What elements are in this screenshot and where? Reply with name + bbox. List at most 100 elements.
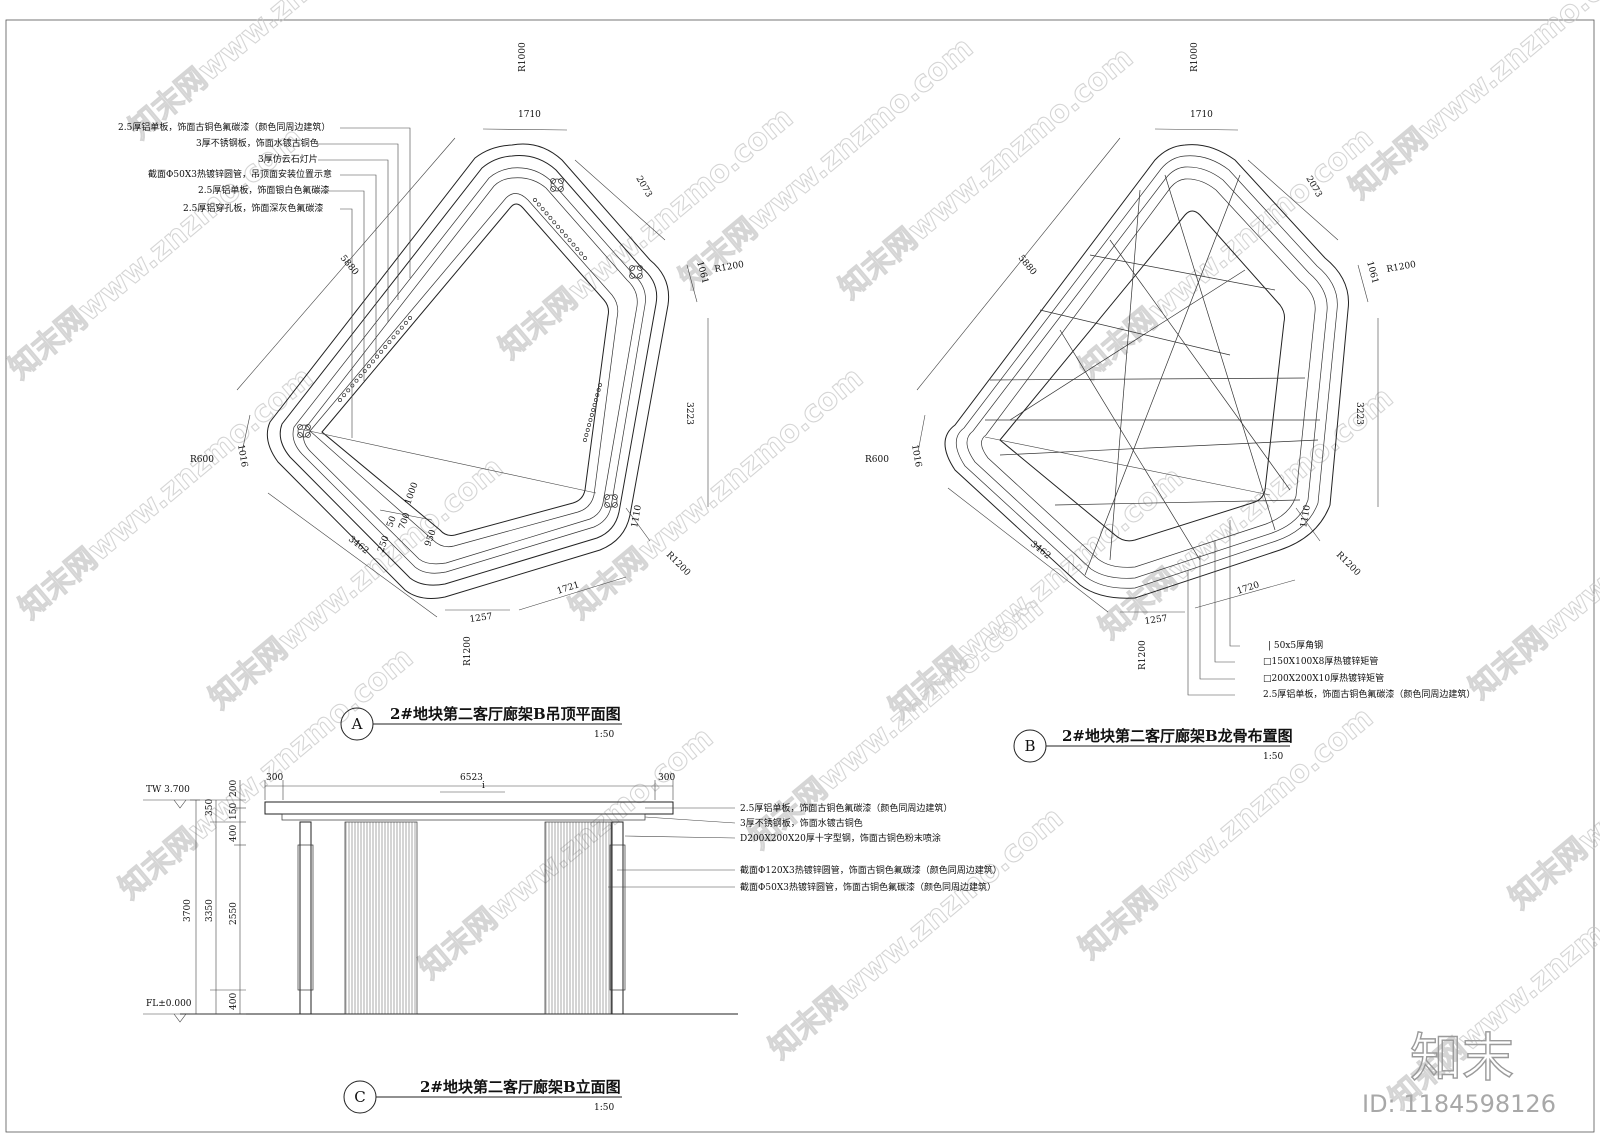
view-b-outline-3 xyxy=(966,166,1328,579)
pipe-marker xyxy=(403,320,408,325)
view-b-title-block: B 2#地块第二客厅廊架B龙骨布置图 1:50 xyxy=(1013,727,1293,763)
view-c-pipe-screen-right xyxy=(545,822,610,1014)
pipe-marker xyxy=(584,433,589,437)
view-a-lamp-2 xyxy=(629,265,643,279)
view-a-inner-opening xyxy=(321,203,609,536)
view-c-note: 2.5厚铝单板，饰面古铜色氟碳漆（颜色同周边建筑） xyxy=(740,802,952,814)
pipe-marker xyxy=(391,335,396,340)
view-b-beam xyxy=(999,439,1319,456)
view-b-note: | 50x5厚角钢 xyxy=(1268,639,1323,651)
watermark-text: 知末网www.znzmo.com xyxy=(563,360,870,626)
view-a-dim-top-arc: 1710 xyxy=(518,110,541,120)
pipe-marker xyxy=(346,388,351,393)
view-c-slope-label: i xyxy=(482,781,485,791)
pipe-marker xyxy=(585,428,590,432)
view-a-note: 3厚不锈钢板，饰面水镀古铜色 xyxy=(196,137,319,149)
view-a-dim-left-radius: R600 xyxy=(190,455,214,465)
watermark-text: 知末网www.znzmo.com xyxy=(1503,650,1600,916)
view-c-dim-top-left: 300 xyxy=(266,773,283,783)
view-a-lamp-1 xyxy=(550,178,564,192)
view-b-dim-right-long: 3223 xyxy=(1354,402,1364,425)
view-a-label: A xyxy=(351,715,363,733)
view-b-dim-lines xyxy=(916,128,1379,613)
view-b-beam xyxy=(1009,269,1246,421)
view-c-dim-h3350: 3350 xyxy=(205,899,215,922)
pipe-marker xyxy=(571,242,576,247)
pipe-marker xyxy=(596,388,601,392)
view-a-notes: 2.5厚铝单板，饰面古铜色氟碳漆（颜色同周边建筑） 3厚不锈钢板，饰面水镀古铜色… xyxy=(118,121,332,214)
brand-logo: 知末 xyxy=(1410,1029,1514,1089)
view-b-notes: | 50x5厚角钢 □150X100X8厚热镀锌矩管 □200X200X10厚热… xyxy=(1263,639,1475,700)
view-c-label: C xyxy=(354,1088,365,1106)
pipe-marker xyxy=(342,393,347,398)
view-b-dim-left-radius: R600 xyxy=(865,455,889,465)
pipe-marker xyxy=(395,330,400,335)
view-c-post-left xyxy=(299,821,312,1015)
view-a-dim-bottom-radius: R1200 xyxy=(463,636,473,666)
watermark-text: 知末网www.znzmo.com xyxy=(1463,440,1600,706)
view-b-label: B xyxy=(1024,737,1035,755)
pipe-marker xyxy=(354,378,359,383)
pipe-marker xyxy=(366,364,371,369)
view-a-dim-right-long: 3223 xyxy=(684,402,694,425)
view-a-dim-top-radius: R1000 xyxy=(518,42,528,72)
view-b-dim-bottom-arc: 1257 xyxy=(1144,614,1168,627)
watermark-text: 知末网www.znzmo.com xyxy=(1343,0,1600,206)
view-c-dim-total: 3700 xyxy=(183,899,193,922)
view-c-notes: 2.5厚铝单板，饰面古铜色氟碳漆（颜色同周边建筑） 3厚不锈钢板，饰面水镀古铜色… xyxy=(740,802,1002,893)
view-c-dim-h350: 350 xyxy=(205,799,215,816)
watermark-text: 知末网www.znzmo.com xyxy=(1073,120,1380,386)
pipe-marker xyxy=(362,369,367,374)
pipe-marker xyxy=(591,408,596,412)
pipe-marker xyxy=(379,349,384,354)
watermark-text: 知末网www.znzmo.com xyxy=(833,40,1140,306)
view-c-post-left-casing xyxy=(297,844,314,991)
view-b-beam xyxy=(1109,239,1291,491)
view-c-dim-h150: 150 xyxy=(229,803,239,820)
view-a-dim-upper-right: 2073 xyxy=(633,175,653,200)
view-a-dim-left-short: 1016 xyxy=(235,444,249,469)
view-a-dim-upper-left: 5880 xyxy=(338,254,361,278)
view-b-dim-lower-right-short: 1110 xyxy=(1299,504,1313,529)
view-b-dim-top-arc: 1710 xyxy=(1190,110,1213,120)
pipe-marker xyxy=(375,354,380,359)
view-b-scale: 1:50 xyxy=(1263,752,1283,762)
view-c-title: 2#地块第二客厅廊架B立面图 xyxy=(420,1078,621,1096)
view-c-note: D200X200X20厚十字型钢，饰面古铜色粉末喷涂 xyxy=(740,832,941,844)
view-b-beam xyxy=(1059,329,1201,561)
view-a-inner-opening-2 xyxy=(309,193,619,548)
view-c-screen-right-frame xyxy=(544,821,612,1015)
view-b-inner-opening xyxy=(999,210,1285,542)
watermark-text: 知末网www.znzmo.com xyxy=(13,360,320,626)
pipe-marker xyxy=(588,418,593,422)
view-b-outline-4 xyxy=(981,178,1316,568)
pipe-marker xyxy=(583,438,587,442)
pipe-marker xyxy=(592,403,597,407)
view-b-beam xyxy=(989,377,1306,381)
view-a-title-block: A 2#地块第二客厅廊架B吊顶平面图 1:50 xyxy=(340,705,622,741)
view-c-elevation: 300 6523 300 i TW 3.700 FL±0.000 3700 35… xyxy=(143,773,1002,1114)
view-c-screen-left-frame xyxy=(344,821,418,1015)
view-c-post-right-casing xyxy=(609,844,626,991)
view-b-beam xyxy=(1084,174,1241,576)
pipe-marker xyxy=(593,398,598,402)
pipe-marker xyxy=(579,251,584,256)
view-b-note: □150X100X8厚热镀锌矩管 xyxy=(1263,655,1378,667)
view-a-dim-lines xyxy=(236,128,709,618)
view-b-dim-bottom: 1720 xyxy=(1236,580,1261,597)
pipe-marker xyxy=(350,383,355,388)
view-c-note: 3厚不锈钢板，饰面水镀古铜色 xyxy=(740,817,863,829)
view-b-dim-right-radius: R1200 xyxy=(1386,260,1417,275)
view-b-dim-lower-right-radius: R1200 xyxy=(1334,550,1362,578)
view-a-scale: 1:50 xyxy=(594,730,614,740)
pipe-marker xyxy=(567,238,572,243)
view-a-dim-bottom-arc: 1257 xyxy=(469,612,493,625)
view-a-note: 3厚仿云石灯片 xyxy=(258,153,318,165)
pipe-marker xyxy=(559,229,564,234)
pipe-marker xyxy=(587,423,592,427)
pipe-marker xyxy=(552,220,557,225)
view-a-title: 2#地块第二客厅廊架B吊顶平面图 xyxy=(390,705,621,723)
brand-id: ID: 1184598126 xyxy=(1362,1090,1556,1118)
pipe-marker xyxy=(556,224,561,229)
